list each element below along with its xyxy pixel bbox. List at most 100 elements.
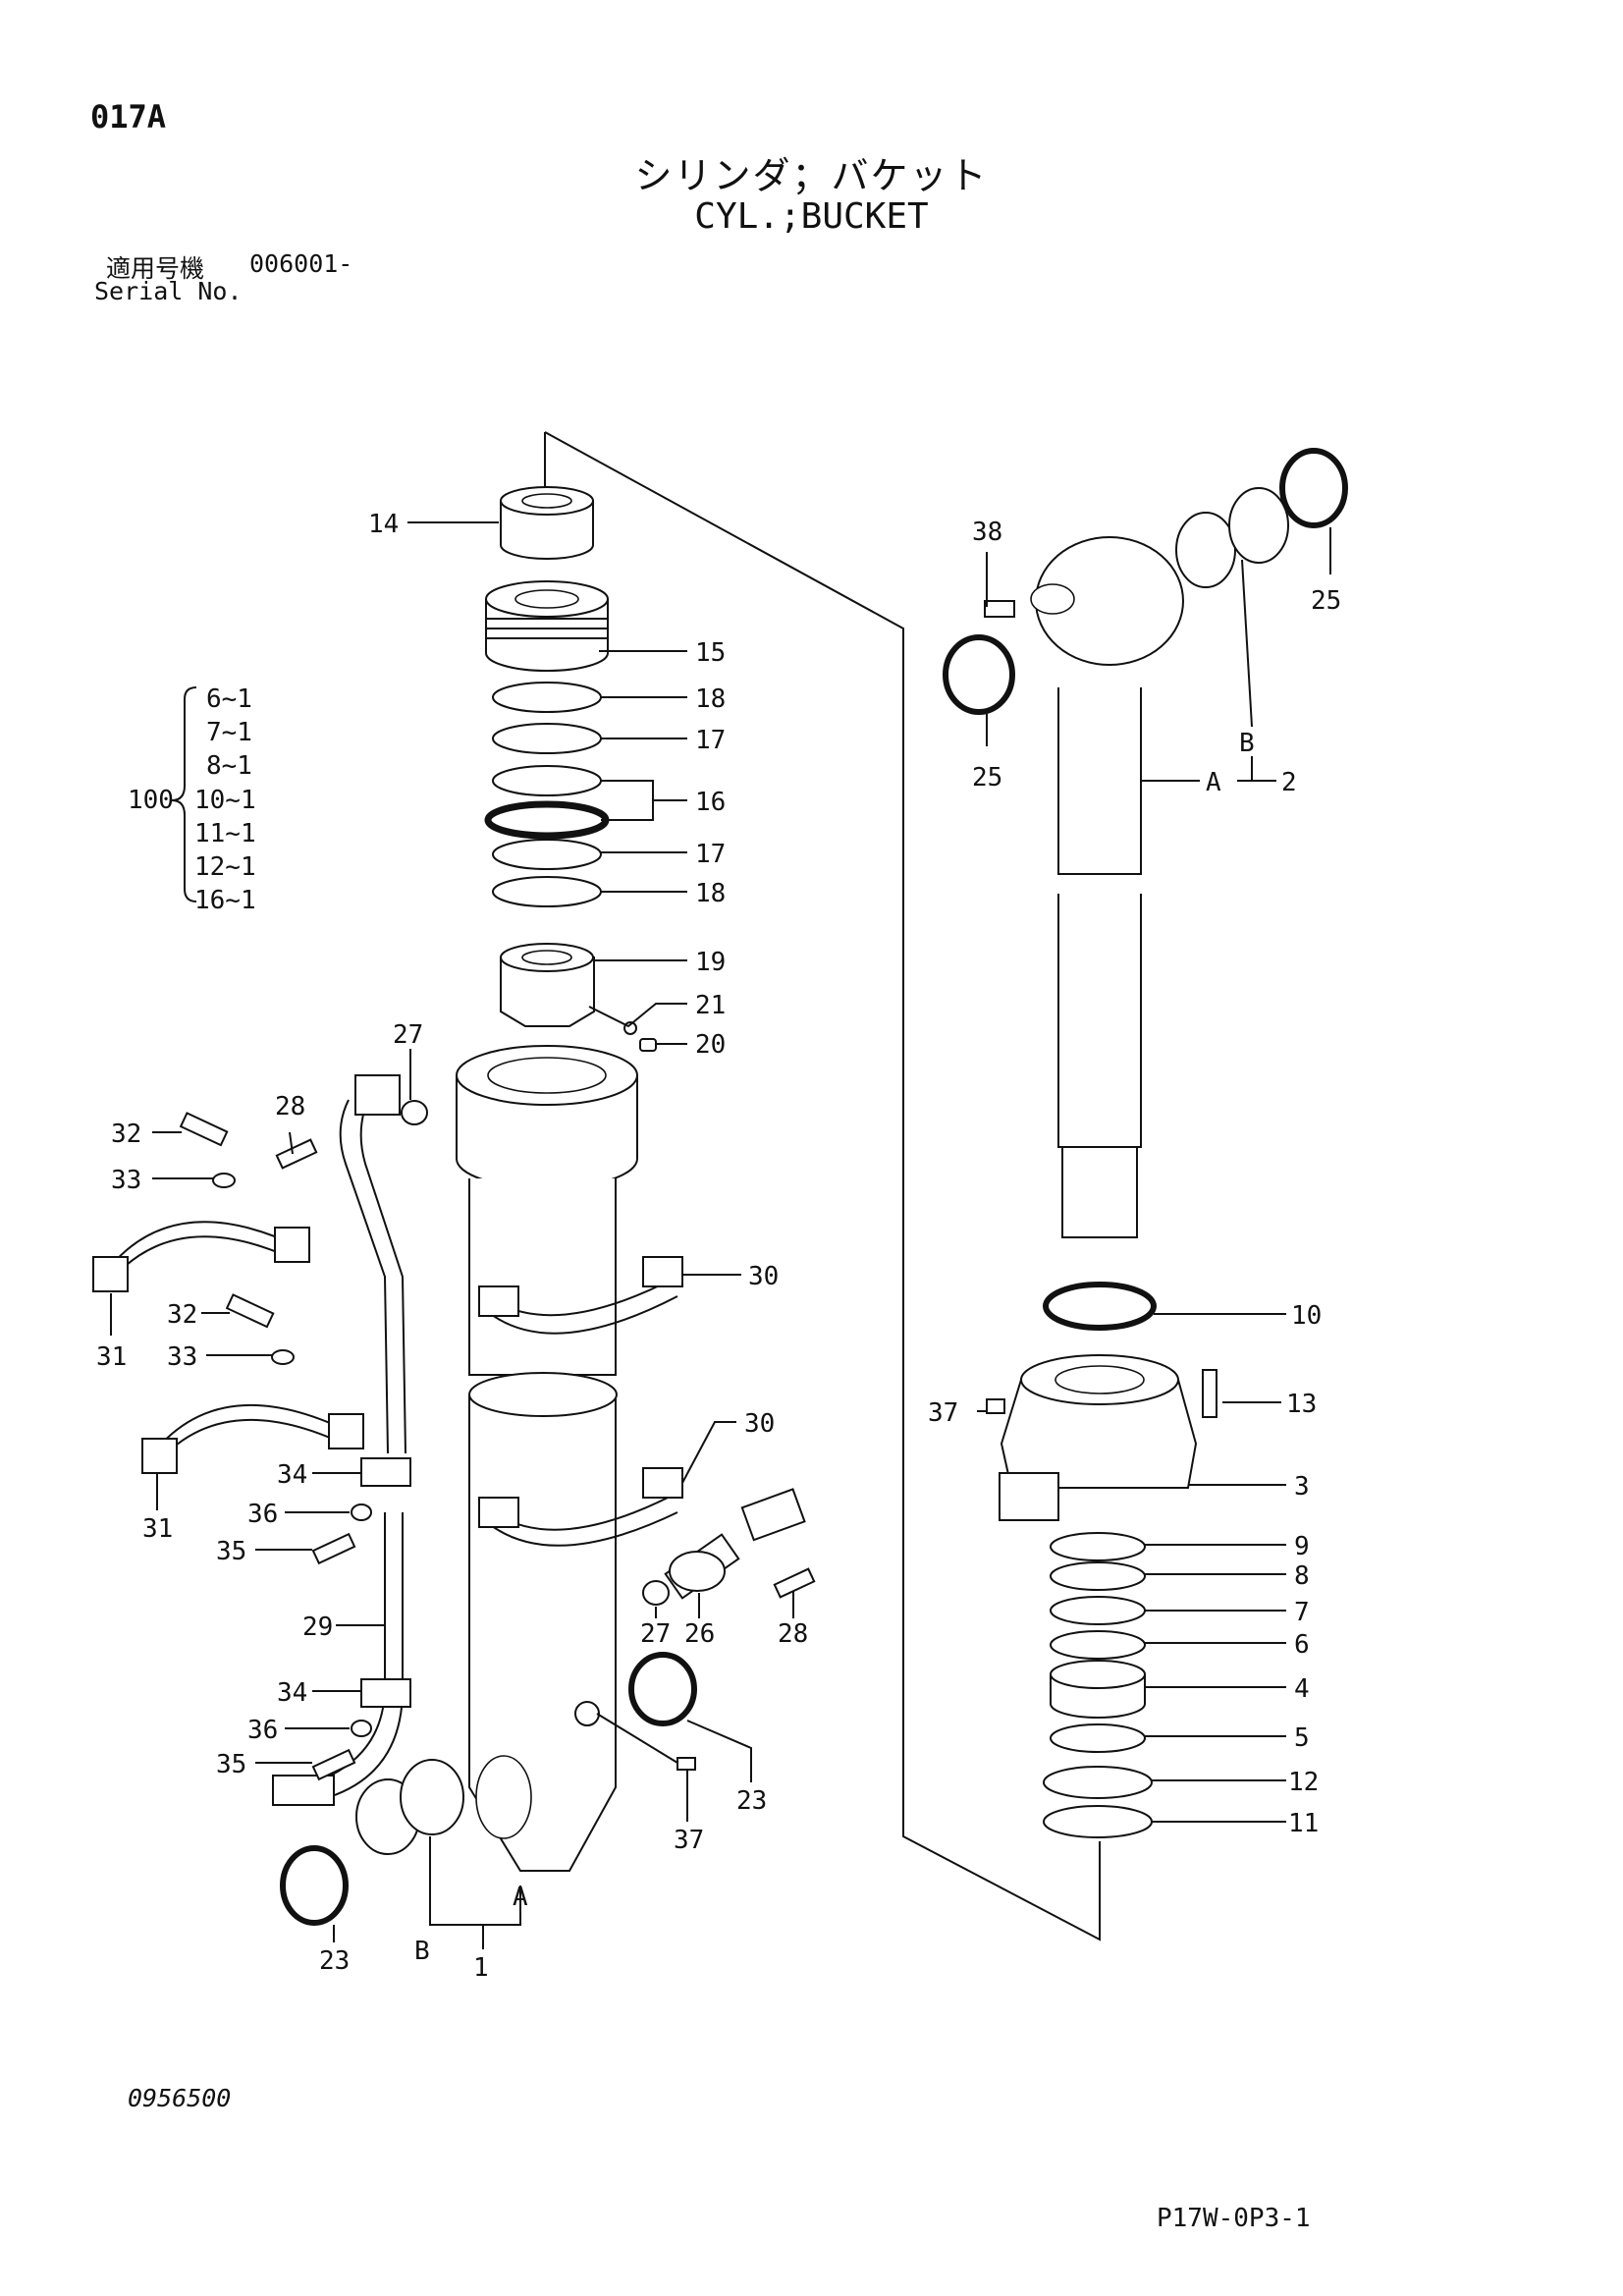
kit-item-4: 10~1 xyxy=(194,786,256,815)
page-code: 017A xyxy=(90,98,167,136)
callout-37-lower: 37 xyxy=(674,1826,704,1855)
title-japanese: シリンダ；バケット xyxy=(634,154,989,197)
bolt-28-upper xyxy=(275,1138,318,1170)
callout-labels: 14 15 18 17 16 17 18 19 21 20 27 28 32 3… xyxy=(96,510,1341,1983)
callout-32-upper: 32 xyxy=(111,1120,141,1149)
callout-17-lower: 17 xyxy=(695,840,726,869)
callout-7: 7 xyxy=(1294,1598,1310,1627)
callout-36-lower: 36 xyxy=(247,1716,278,1745)
callout-35-lower: 35 xyxy=(216,1750,246,1779)
callout-25-left: 25 xyxy=(972,763,1002,793)
clamp-30-lower xyxy=(478,1467,683,1547)
callout-30-upper: 30 xyxy=(748,1262,779,1291)
bolt-35-lower xyxy=(311,1748,356,1781)
bushing-B-upper xyxy=(1175,487,1289,588)
leader-lines xyxy=(110,521,1331,1949)
callout-18-upper: 18 xyxy=(695,684,726,714)
callout-11: 11 xyxy=(1288,1809,1319,1838)
callout-34-lower: 34 xyxy=(277,1678,307,1708)
kit-item-1: 6~1 xyxy=(206,684,252,714)
part-19-nut xyxy=(500,943,595,1027)
callout-9: 9 xyxy=(1294,1532,1310,1561)
bolt-13 xyxy=(1202,1369,1217,1418)
o-ring-27-lower xyxy=(642,1580,670,1606)
assembly-outline-right xyxy=(544,431,1101,1941)
kit-bracket xyxy=(171,686,197,902)
callout-36-upper: 36 xyxy=(247,1500,278,1529)
callout-33-lower: 33 xyxy=(167,1342,197,1372)
callout-29: 29 xyxy=(302,1613,333,1642)
clamp-31-upper xyxy=(92,1221,310,1292)
callout-34-upper: 34 xyxy=(277,1460,307,1490)
callout-14: 14 xyxy=(368,510,399,539)
bolt-32-lower xyxy=(225,1293,275,1329)
title-english: CYL.;BUCKET xyxy=(694,196,929,237)
bushing-B-lower xyxy=(355,1759,464,1855)
kit-item-2: 7~1 xyxy=(206,718,252,747)
kit-item-7: 16~1 xyxy=(194,886,256,915)
callout-3: 3 xyxy=(1294,1472,1310,1502)
callout-17-upper: 17 xyxy=(695,726,726,755)
bolt-28-lower xyxy=(773,1567,816,1599)
callout-30-lower: 30 xyxy=(744,1409,775,1439)
bolt-35-upper xyxy=(311,1532,356,1565)
grease-nipple-37-upper xyxy=(986,1398,1005,1414)
serial-number-value: 006001- xyxy=(249,249,353,278)
callout-10: 10 xyxy=(1291,1301,1322,1331)
callout-A-lower: A xyxy=(513,1883,528,1912)
callout-31-lower: 31 xyxy=(142,1514,173,1544)
bolt-32-upper xyxy=(179,1112,229,1147)
callout-5: 5 xyxy=(1294,1723,1310,1753)
washer-36-upper xyxy=(351,1503,372,1521)
callout-27-lower: 27 xyxy=(640,1619,671,1649)
grease-nipple-38 xyxy=(984,600,1015,618)
page-reference: P17W-0P3-1 xyxy=(1157,2204,1311,2233)
callout-4: 4 xyxy=(1294,1674,1310,1704)
callout-B-lower: B xyxy=(414,1937,430,1966)
clamp-31-lower xyxy=(141,1403,364,1474)
washer-36-lower xyxy=(351,1720,372,1737)
callout-2: 2 xyxy=(1281,768,1297,797)
callout-32-lower: 32 xyxy=(167,1300,197,1330)
clamp-30-upper xyxy=(478,1256,683,1335)
callout-B-upper: B xyxy=(1239,729,1255,758)
grease-nipple-37-lower xyxy=(676,1757,696,1771)
part-20-set-screw xyxy=(639,1038,657,1052)
callout-13: 13 xyxy=(1286,1390,1317,1419)
part-14-dust-seal xyxy=(500,486,594,560)
callout-28-upper: 28 xyxy=(275,1092,305,1121)
callout-35-upper: 35 xyxy=(216,1537,246,1566)
dust-seal-25-right xyxy=(1279,448,1348,528)
callout-1: 1 xyxy=(473,1953,489,1983)
piston-seal-stack xyxy=(1043,1532,1153,1838)
o-ring-27-upper xyxy=(401,1100,428,1125)
part-3-piston xyxy=(999,1354,1198,1521)
callout-33-upper: 33 xyxy=(111,1166,141,1195)
kit-item-3: 8~1 xyxy=(206,751,252,781)
serial-label-japanese: 適用号機 xyxy=(106,254,205,283)
part-15-gland xyxy=(485,580,609,672)
dust-seal-25-left xyxy=(943,634,1015,715)
callout-38: 38 xyxy=(972,518,1002,547)
washer-33-upper xyxy=(212,1173,236,1188)
grease-nipple-boss xyxy=(574,1701,600,1726)
callout-16: 16 xyxy=(695,788,726,817)
callout-8: 8 xyxy=(1294,1561,1310,1591)
serial-label-english: Serial No. xyxy=(94,277,243,305)
kit-item-5: 11~1 xyxy=(194,819,256,848)
washer-33-lower xyxy=(271,1349,295,1365)
clip-34-lower xyxy=(360,1678,411,1708)
kit-number: 100 xyxy=(128,786,174,815)
callout-23-right: 23 xyxy=(736,1786,767,1816)
piston-rod-2 xyxy=(1030,536,1184,1238)
callout-26: 26 xyxy=(684,1619,715,1649)
clip-34-upper xyxy=(360,1457,411,1487)
callout-21: 21 xyxy=(695,991,726,1020)
callout-20: 20 xyxy=(695,1030,726,1060)
flange-26 xyxy=(664,1488,806,1600)
callout-19: 19 xyxy=(695,948,726,977)
kit-item-6: 12~1 xyxy=(194,852,256,882)
callout-37-upper: 37 xyxy=(928,1398,958,1428)
callout-28-lower: 28 xyxy=(778,1619,808,1649)
